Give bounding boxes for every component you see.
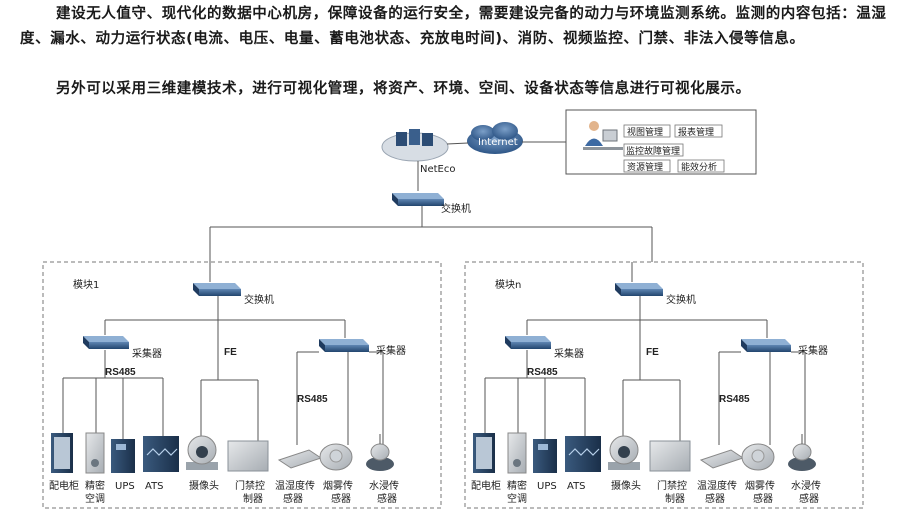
device-label: 温湿度传 — [697, 479, 737, 492]
module-title: 模块1 — [73, 279, 99, 291]
collector-left-label: 采集器 — [132, 347, 162, 360]
device-label-line2: 感器 — [331, 492, 351, 505]
power-cabinet-icon — [51, 433, 73, 473]
device-label: ATS — [145, 481, 164, 492]
module-title: 模块n — [495, 279, 521, 291]
operator-workstation-icon — [583, 121, 623, 150]
camera-icon — [608, 435, 640, 470]
rs485-left-label: RS485 — [527, 367, 558, 378]
device-label-line2: 感器 — [283, 492, 303, 505]
collector-left-icon — [505, 336, 551, 349]
panel-item-view: 视图管理 — [627, 126, 663, 138]
collector-right-label: 采集器 — [376, 344, 406, 357]
device-label: 门禁控 — [235, 479, 265, 492]
device-label: 摄像头 — [611, 479, 641, 492]
device-label: 温湿度传 — [275, 479, 315, 492]
ups-icon — [533, 439, 557, 473]
device-label: 烟雾传 — [323, 479, 353, 492]
device-label-line2: 制器 — [665, 492, 685, 505]
access-controller-icon — [227, 440, 269, 472]
panel-item-fault: 监控故障管理 — [626, 145, 680, 157]
module-switch-icon — [193, 283, 241, 296]
collector-right-label: 采集器 — [798, 344, 828, 357]
access-controller-icon — [649, 440, 691, 472]
rs485-right-label: RS485 — [297, 394, 328, 405]
device-label: UPS — [537, 481, 557, 492]
ups-icon — [111, 439, 135, 473]
device-row — [51, 432, 394, 474]
temp-humidity-sensor-icon — [699, 449, 745, 469]
panel-item-resource: 资源管理 — [627, 161, 663, 173]
device-label: 配电柜 — [471, 479, 501, 492]
fe-label: FE — [646, 347, 659, 358]
fe-label: FE — [224, 347, 237, 358]
rs485-left-label: RS485 — [105, 367, 136, 378]
module-switch-label: 交换机 — [244, 293, 274, 306]
intro-paragraph-1: 建设无人值守、现代化的数据中心机房，保障设备的运行安全，需要建设完备的动力与环境… — [20, 6, 887, 47]
device-row — [473, 432, 816, 474]
device-label: 摄像头 — [189, 479, 219, 492]
device-label: 配电柜 — [49, 479, 79, 492]
module-block-1: 模块1 交换机采集器 RS485 FE 采集器 RS485 配电柜精密空调 UPS ATS 摄像头… — [42, 261, 442, 509]
collector-right-icon — [741, 339, 791, 352]
device-label: 水浸传 — [369, 480, 399, 492]
device-label-line2: 感器 — [753, 492, 773, 505]
module-switch-icon — [615, 283, 663, 296]
neteco-server-icon — [381, 129, 449, 162]
device-label: UPS — [115, 481, 135, 492]
device-label-line2: 空调 — [507, 492, 527, 505]
device-label: 精密 — [85, 479, 105, 492]
camera-icon — [186, 435, 218, 470]
module-frame — [464, 261, 864, 509]
intro-paragraph-2: 另外可以采用三维建模技术，进行可视化管理，将资产、环境、空间、设备状态等信息进行… — [56, 81, 751, 97]
smoke-sensor-icon — [319, 443, 353, 471]
core-switch-label: 交换机 — [441, 202, 471, 215]
water-leak-sensor-icon — [366, 434, 394, 471]
power-cabinet-icon — [473, 433, 495, 473]
device-label-line2: 制器 — [243, 492, 263, 505]
management-panel: 视图管理 报表管理 监控故障管理 资源管理 能效分析 — [565, 109, 757, 175]
neteco-label: NetEco — [420, 164, 456, 175]
device-label-line2: 空调 — [85, 492, 105, 505]
temp-humidity-sensor-icon — [277, 449, 323, 469]
panel-item-report: 报表管理 — [678, 126, 714, 138]
ats-icon — [143, 436, 179, 472]
module-switch-label: 交换机 — [666, 293, 696, 306]
device-label-line2: 感器 — [799, 492, 819, 505]
internet-label: Internet — [478, 137, 518, 148]
device-label-line2: 感器 — [705, 492, 725, 505]
core-switch-icon — [392, 193, 444, 206]
rs485-right-label: RS485 — [719, 394, 750, 405]
collector-left-icon — [83, 336, 129, 349]
module-frame — [42, 261, 442, 509]
collector-right-icon — [319, 339, 369, 352]
device-label: ATS — [567, 481, 586, 492]
device-label: 门禁控 — [657, 479, 687, 492]
precision-ac-icon — [507, 432, 527, 474]
ats-icon — [565, 436, 601, 472]
module-block-2: 模块n 交换机采集器 RS485 FE 采集器 RS485 配电柜精密空调 UPS ATS 摄像头… — [464, 261, 864, 509]
device-label: 水浸传 — [791, 480, 821, 492]
internet-cloud-icon — [467, 122, 523, 154]
device-label: 烟雾传 — [745, 479, 775, 492]
collector-left-label: 采集器 — [554, 347, 584, 360]
device-label-line2: 感器 — [377, 492, 397, 505]
smoke-sensor-icon — [741, 443, 775, 471]
precision-ac-icon — [85, 432, 105, 474]
device-label: 精密 — [507, 479, 527, 492]
water-leak-sensor-icon — [788, 434, 816, 471]
panel-item-energy: 能效分析 — [681, 161, 717, 173]
